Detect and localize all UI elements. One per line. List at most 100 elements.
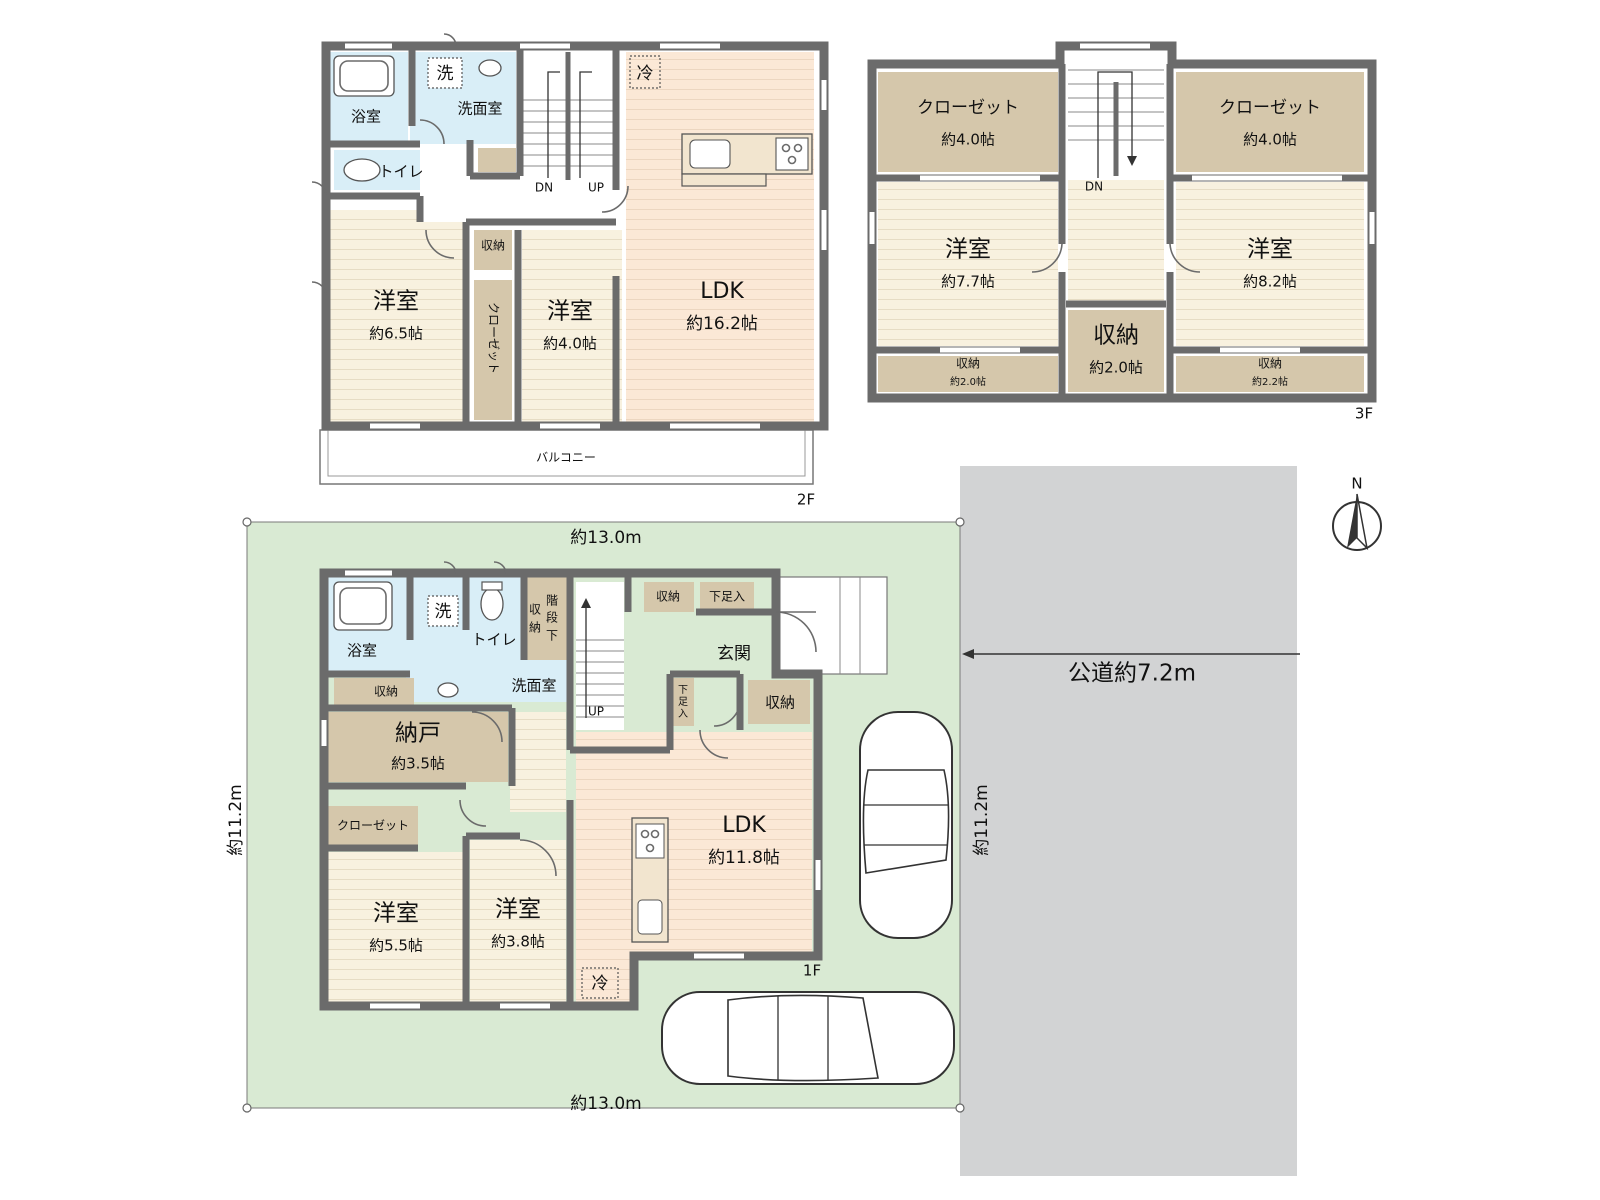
f1-storage-top-label: 収納 [656,590,680,604]
fridge-icon [581,967,619,999]
f3-storage-l-size: 約2.0帖 [950,375,986,388]
svg-text:下: 下 [546,629,558,643]
f2-door-arcs [311,33,629,297]
toilet-icon [480,587,504,621]
f3-hall-floor [1068,180,1164,302]
f1-storage-right-label: 収納 [765,694,795,712]
f3-storage-c-size: 約2.0帖 [1089,359,1143,377]
f1-stair-storage-label: 階 段 下 収 納 [529,593,558,643]
floor1-outer-wall [319,568,823,1011]
floor-1: 浴室 洗 トイレ 階 段 下 収 納 収納 下足入 玄関 洗面室 収納 納戸 約… [319,561,888,1011]
f2-room-b-name: 洋室 [547,299,593,325]
f2-ldk-size: 約16.2帖 [686,314,758,334]
storage-top-area [644,582,694,612]
road-arrow [962,649,1300,659]
car-top-view-icon [661,991,955,1085]
f3-storage-l-area [878,356,1058,392]
f2-bath-label: 浴室 [351,108,381,126]
f2-storage-area [474,230,512,270]
f2-room-b-floor [522,230,622,422]
f2-room-a-size: 約6.5帖 [369,325,423,343]
hall-floor [510,712,566,812]
storage-wash-area [334,678,414,706]
f1-ldk-size: 約11.8帖 [708,848,780,868]
f2-fridge-icon [629,55,661,89]
sink-icon [637,899,663,935]
site-top-width: 約13.0m [570,528,641,548]
room-b-floor [470,840,566,1002]
f1-entrance-label: 玄関 [717,644,751,664]
floor1-interior-walls [324,573,776,1006]
f3-closet-r-size: 約4.0帖 [1243,131,1297,149]
f1-shoe-small-label: 下 足 入 [678,685,688,720]
f2-stair-up-label: UP [588,181,604,195]
f3-storage-c-name: 収納 [1093,323,1139,349]
svg-text:下: 下 [678,685,688,696]
f2-room-a-name: 洋室 [373,289,419,315]
wash-basin-icon [437,682,459,698]
lot-corner-markers [242,517,965,1113]
f3-storage-c-area [1068,310,1164,392]
site-right-depth: 約11.2m [972,784,992,855]
svg-text:納: 納 [529,621,541,635]
floor-3: クローゼット 約4.0帖 クローゼット 約4.0帖 洋室 約7.7帖 洋室 約8… [867,41,1377,423]
f3-closet-l-size: 約4.0帖 [941,131,995,149]
f2-closet-label: クローゼット [487,302,501,374]
f3-closet-l-name: クローゼット [917,98,1019,118]
f2-wash-storage [478,148,516,172]
f1-fridge-label: 冷 [592,974,609,994]
f1-ldk-name: LDK [722,813,766,838]
compass-label: N [1351,475,1362,493]
f1-room-a-size: 約5.5帖 [369,937,423,955]
f1-nando-name: 納戸 [395,721,441,747]
f3-room-l-floor [878,182,1058,346]
f2-bathtub-icon [333,55,395,97]
balcony [319,429,814,485]
f1-washroom-label: 洗面室 [511,677,556,695]
svg-text:足: 足 [678,696,688,708]
floor-2: 浴室 洗 洗面室 トイレ 冷 DN UP 収納 クローゼット 洋室 約6.5帖 … [311,33,829,509]
f2-stove-icon [775,137,809,171]
f1-closet-label: クローゼット [337,819,409,833]
f3-door-arcs [1031,243,1201,273]
f1-bath-label: 浴室 [347,642,377,660]
svg-text:入: 入 [678,709,688,720]
door-arcs [443,561,817,877]
f2-ldk-name: LDK [700,279,744,304]
f3-room-r-size: 約8.2帖 [1243,273,1297,291]
f3-closet-r-name: クローゼット [1219,98,1321,118]
f2-toilet-icon [343,158,381,182]
f3-closet-l-area [878,72,1058,172]
f2-toilet-label: トイレ [378,163,423,181]
f1-shoe-storage-label: 下足入 [709,590,745,604]
f1-floor-label: 1F [803,962,821,980]
f3-room-r-name: 洋室 [1247,237,1293,263]
floor3-windows [869,43,1375,353]
f1-nando-size: 約3.5帖 [391,755,445,773]
f2-hall-floor [420,186,620,222]
road [960,466,1297,1176]
nando-area [328,712,508,782]
floor1-windows [321,570,821,1009]
ldk-floor-low [576,950,634,1002]
f2-washer-icon [427,57,463,89]
f2-room-a-floor [330,210,464,422]
shoe-storage-area [700,582,754,612]
svg-text:段: 段 [546,610,558,625]
wash-front-area [406,660,568,702]
f1-room-a-name: 洋室 [373,901,419,927]
compass-icon [1332,493,1382,551]
f3-room-l-name: 洋室 [945,237,991,263]
f3-room-l-size: 約7.7帖 [941,273,995,291]
floor2-interior-walls [326,46,620,426]
f3-storage-r-size: 約2.2帖 [1252,375,1288,388]
f2-storage-label: 収納 [481,239,505,253]
f2-ldk-floor [626,52,814,422]
f2-stair-dn-label: DN [535,181,553,195]
f2-balcony-label: バルコニー [536,451,596,465]
bathtub-icon [333,581,393,631]
f2-room-b-size: 約4.0帖 [543,335,597,353]
f3-storage-r-name: 収納 [1258,357,1282,371]
f1-room-b-size: 約3.8帖 [491,933,545,951]
f1-room-b-name: 洋室 [495,897,541,923]
